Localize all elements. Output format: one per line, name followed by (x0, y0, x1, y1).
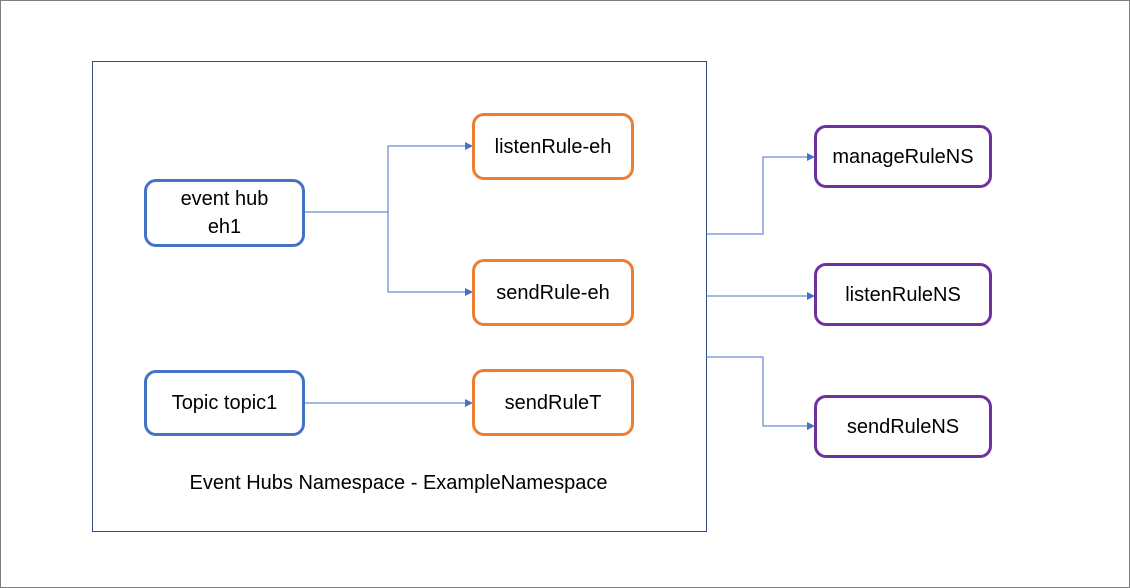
listenrulens-node: listenRuleNS (814, 263, 992, 326)
managerulens-label: manageRuleNS (832, 145, 974, 168)
connector-eh1-to-sendrule-eh (387, 212, 473, 296)
sendrulens-label: sendRuleNS (846, 415, 960, 438)
sendrulet-node: sendRuleT (472, 369, 634, 436)
connector-eh1-to-listenrule-eh (305, 142, 473, 213)
namespace-label: Event Hubs Namespace - ExampleNamespace (189, 472, 608, 494)
sendrulet-label: sendRuleT (504, 391, 602, 414)
connector-ns-to-managerulens (706, 153, 815, 235)
event-hub-eh1-node: event hub eh1 (144, 179, 305, 247)
connector-ns-to-sendrulens (706, 356, 815, 430)
listenrulens-label: listenRuleNS (845, 283, 961, 306)
event-hub-line2: eh1 (207, 216, 242, 238)
topic-label: Topic topic1 (171, 392, 278, 414)
event-hub-line1: event hub (180, 188, 269, 210)
listenrule-eh-node: listenRule-eh (472, 113, 634, 180)
listenrule-eh-label: listenRule-eh (494, 135, 612, 158)
topic-topic1-node: Topic topic1 (144, 370, 305, 436)
managerulens-node: manageRuleNS (814, 125, 992, 188)
sendrulens-node: sendRuleNS (814, 395, 992, 458)
sendrule-eh-label: sendRule-eh (496, 281, 610, 304)
sendrule-eh-node: sendRule-eh (472, 259, 634, 326)
